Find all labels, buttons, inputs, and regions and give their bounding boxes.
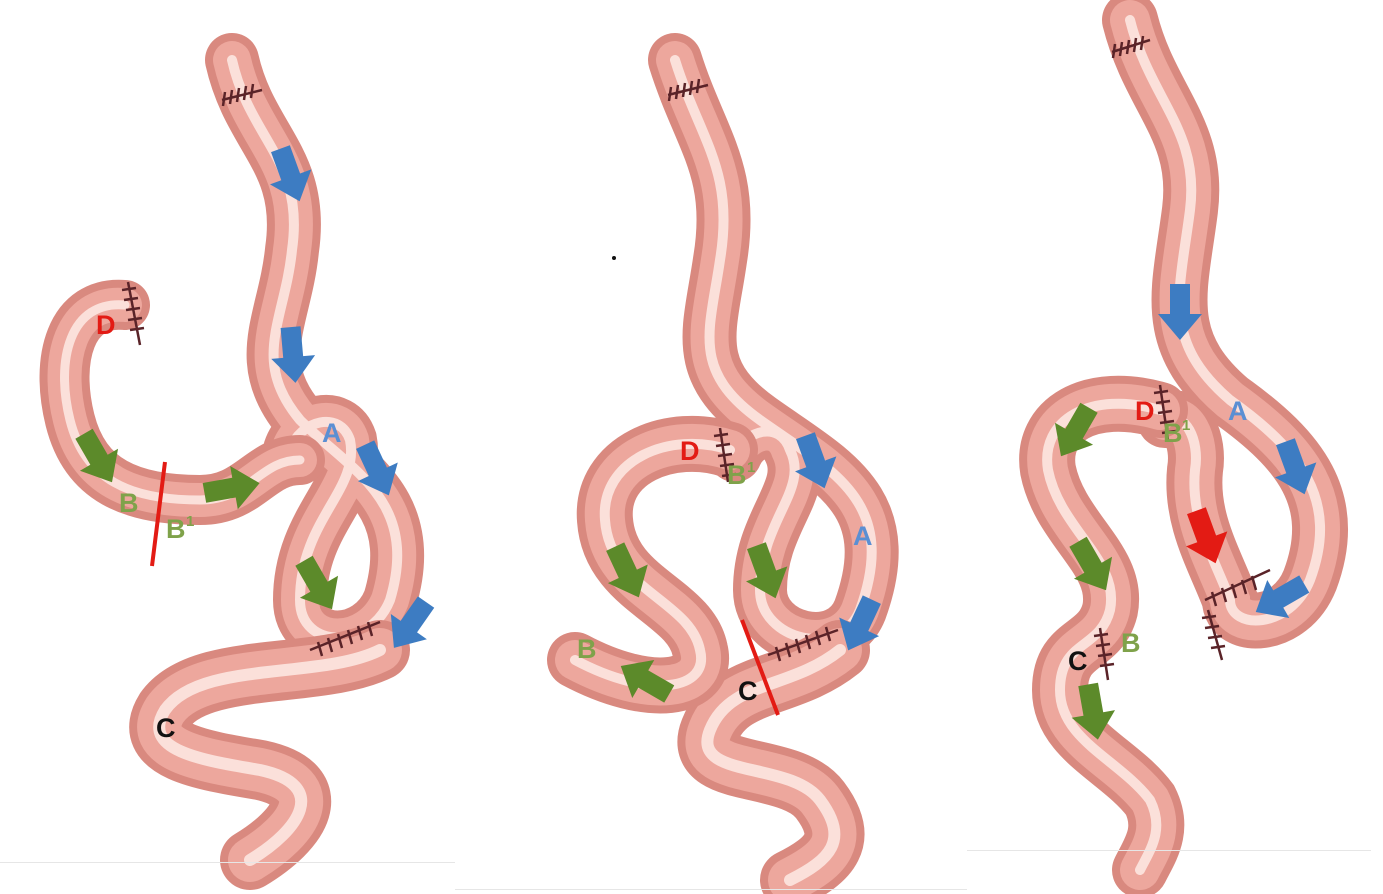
panel-2: D A B B 1 C bbox=[575, 60, 892, 880]
label-a: A bbox=[1228, 396, 1248, 426]
dot-mark bbox=[612, 256, 616, 260]
bowel-limb-a bbox=[675, 60, 872, 639]
label-b1: B bbox=[166, 514, 186, 544]
label-b: B bbox=[1121, 628, 1141, 658]
label-b1-superscript: 1 bbox=[186, 513, 194, 530]
label-b1: B bbox=[1163, 418, 1183, 448]
divider bbox=[0, 862, 455, 863]
label-d: D bbox=[1135, 396, 1155, 426]
label-b1-superscript: 1 bbox=[747, 459, 755, 476]
label-a: A bbox=[853, 521, 873, 551]
bowel-limb-a bbox=[232, 60, 397, 638]
label-b: B bbox=[119, 488, 139, 518]
panel-1: D A B B 1 C bbox=[65, 60, 445, 860]
bowel-limb-b bbox=[1047, 404, 1160, 870]
bowel-limb-a bbox=[1130, 20, 1320, 620]
label-d: D bbox=[680, 436, 700, 466]
label-d: D bbox=[96, 310, 116, 340]
label-a: A bbox=[322, 418, 342, 448]
bowel-limb-b bbox=[575, 444, 730, 686]
bowel-limb-c bbox=[159, 650, 380, 860]
bowel-limb-c bbox=[707, 650, 840, 880]
label-b1-superscript: 1 bbox=[1182, 417, 1190, 434]
label-b1: B bbox=[727, 460, 747, 490]
divider bbox=[455, 889, 967, 890]
panel-3: D A B B 1 C bbox=[1042, 20, 1325, 870]
label-c: C bbox=[1068, 646, 1088, 676]
label-b: B bbox=[577, 634, 597, 664]
divider bbox=[967, 850, 1371, 851]
label-c: C bbox=[156, 713, 176, 743]
label-c: C bbox=[738, 676, 758, 706]
